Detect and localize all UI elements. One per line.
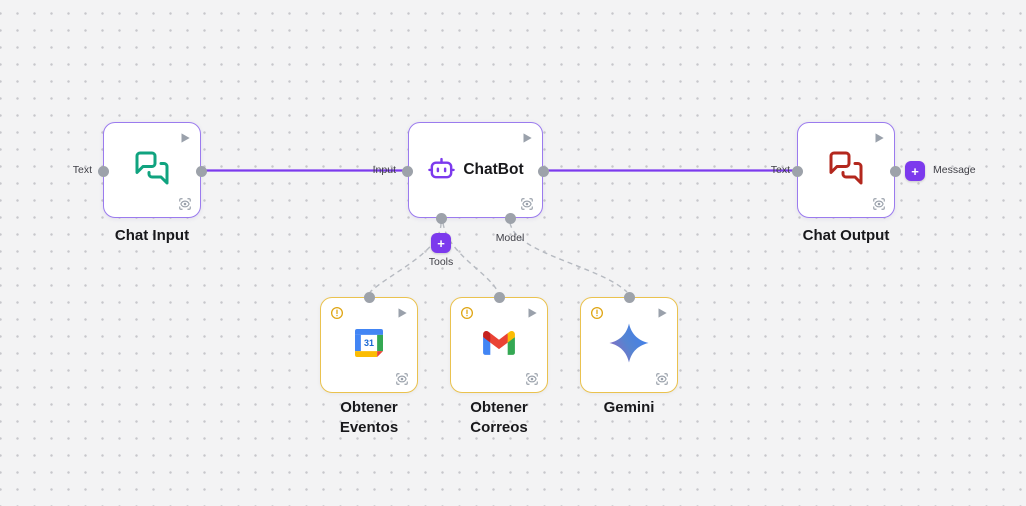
node-chat-input[interactable] [103, 122, 201, 218]
handle-chatbot-right[interactable] [537, 165, 549, 177]
handle-eventos-top[interactable] [363, 291, 375, 303]
scan-eye-icon[interactable] [872, 197, 886, 211]
google-calendar-icon: 31 [355, 328, 383, 362]
edge-tools-correos [442, 222, 499, 293]
node-title-chat-output: Chat Output [802, 227, 890, 244]
title-line: Correos [470, 419, 528, 436]
warning-icon [590, 306, 604, 320]
handle-gemini-top[interactable] [623, 291, 635, 303]
gemini-icon [608, 322, 650, 369]
title-line: Obtener [340, 399, 398, 416]
title-line: Gemini [603, 399, 655, 416]
handle-chat-output-right[interactable] [889, 165, 901, 177]
node-title-obtener-correos: Obtener Correos [439, 398, 559, 438]
edge-tools-eventos [369, 222, 442, 293]
port-label-model: Model [495, 232, 525, 244]
scan-eye-icon[interactable] [520, 197, 534, 211]
node-gemini[interactable] [580, 297, 678, 393]
add-tools-button[interactable]: + [431, 233, 451, 253]
play-icon[interactable] [520, 131, 534, 145]
handle-chat-input-left[interactable] [97, 165, 109, 177]
add-message-button[interactable]: + [905, 161, 925, 181]
edge-model-gemini [509, 222, 628, 293]
handle-chatbot-left[interactable] [401, 165, 413, 177]
node-chatbot[interactable]: ChatBot [408, 122, 543, 218]
port-label-tools: Tools [428, 256, 454, 268]
scan-eye-icon[interactable] [525, 372, 539, 386]
port-label-text-out: Text [770, 164, 790, 176]
bot-icon [427, 153, 456, 187]
port-label-text-in: Text [72, 164, 92, 176]
port-label-input: Input [372, 164, 396, 176]
title-line: Eventos [339, 419, 399, 436]
handle-chatbot-tools[interactable] [435, 212, 447, 224]
calendar-day-number: 31 [364, 338, 374, 348]
warning-icon [460, 306, 474, 320]
scan-eye-icon[interactable] [655, 372, 669, 386]
chat-bubbles-icon [134, 150, 170, 191]
handle-chat-input-right[interactable] [195, 165, 207, 177]
handle-chatbot-model[interactable] [504, 212, 516, 224]
node-obtener-correos[interactable] [450, 297, 548, 393]
play-icon[interactable] [525, 306, 539, 320]
scan-eye-icon[interactable] [395, 372, 409, 386]
handle-chat-output-left[interactable] [791, 165, 803, 177]
play-icon[interactable] [872, 131, 886, 145]
node-obtener-eventos[interactable]: 31 [320, 297, 418, 393]
gmail-icon [483, 330, 515, 360]
node-title-chatbot: ChatBot [463, 161, 524, 178]
chat-bubbles-icon [828, 150, 864, 191]
node-title-obtener-eventos: Obtener Eventos [309, 398, 429, 438]
play-icon[interactable] [178, 131, 192, 145]
node-chat-output[interactable] [797, 122, 895, 218]
title-line: Obtener [470, 399, 528, 416]
play-icon[interactable] [655, 306, 669, 320]
node-title-chat-input: Chat Input [114, 227, 190, 244]
node-title-gemini: Gemini [569, 398, 689, 418]
warning-icon [330, 306, 344, 320]
scan-eye-icon[interactable] [178, 197, 192, 211]
port-label-message: Message [933, 164, 976, 176]
play-icon[interactable] [395, 306, 409, 320]
handle-correos-top[interactable] [493, 291, 505, 303]
